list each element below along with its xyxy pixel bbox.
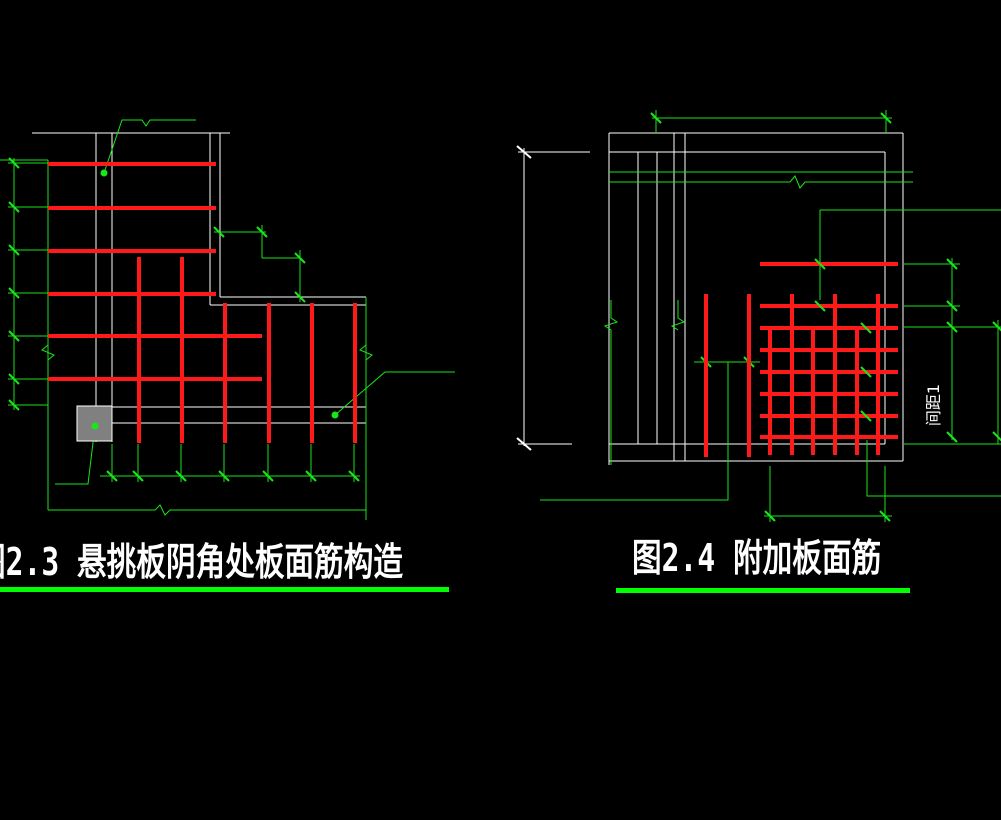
spacing-dimension-label: 间距1 [924, 384, 943, 426]
dimension-tick [992, 321, 1001, 332]
dimension-tick [879, 510, 891, 522]
dimension-tick [132, 470, 144, 482]
overall-dimension-tick [516, 437, 532, 451]
rebar-dimension-tick [860, 322, 872, 334]
dimension-tick [946, 258, 958, 270]
dimension-tick [8, 330, 20, 342]
dimension-tick [8, 399, 20, 411]
rebar-dimension-tick [814, 258, 826, 270]
dimension-tick [8, 157, 20, 169]
dimension-tick [175, 470, 187, 482]
dimension-tick [218, 470, 230, 482]
dimension-tick [213, 226, 225, 238]
dimension-tick [946, 431, 958, 443]
figure-2-3-caption-underline [0, 587, 449, 592]
figure-2-4-caption: 图2.4 附加板面筋 [632, 536, 882, 580]
break-symbol [603, 300, 619, 465]
dimension-tick [106, 470, 118, 482]
rebar-dimension-tick [860, 410, 872, 422]
dimension-break-line [609, 175, 913, 189]
figure-2-4-caption-underline [616, 588, 910, 593]
dimension-tick [764, 510, 776, 522]
dimension-tick [8, 201, 20, 213]
dimension-tick [946, 300, 958, 312]
leader-dot [331, 411, 339, 419]
figure-additional-slab-rebar [516, 110, 1001, 522]
dimension-break-line [48, 504, 366, 516]
dimension-tick [8, 287, 20, 299]
leader-dot [100, 169, 108, 177]
dimension-tick [8, 373, 20, 385]
break-symbol [670, 300, 686, 331]
figure-2-3-caption: 图2.3 悬挑板阴角处板面筋构造 [0, 540, 404, 584]
dimension-tick [305, 470, 317, 482]
dimension-tick [946, 321, 958, 333]
overall-dimension-tick [516, 145, 532, 159]
rebar-dimension-tick [814, 300, 826, 312]
dimension-tick [294, 252, 306, 264]
dimension-tick [294, 291, 306, 303]
dimension-tick [262, 470, 274, 482]
leader-line [334, 371, 455, 416]
break-symbol [359, 344, 373, 361]
column-dot [91, 422, 99, 430]
leader-line [866, 440, 1001, 497]
figure-cantilever-slab-corner [0, 119, 455, 520]
break-symbol [41, 344, 55, 361]
dimension-tick [348, 470, 360, 482]
leader-line [540, 361, 760, 501]
rebar-dimension-tick [860, 366, 872, 378]
leader-line [103, 119, 196, 174]
dimension-tick [8, 244, 20, 256]
dimension-tick [992, 431, 1001, 442]
leader-line [55, 425, 96, 485]
